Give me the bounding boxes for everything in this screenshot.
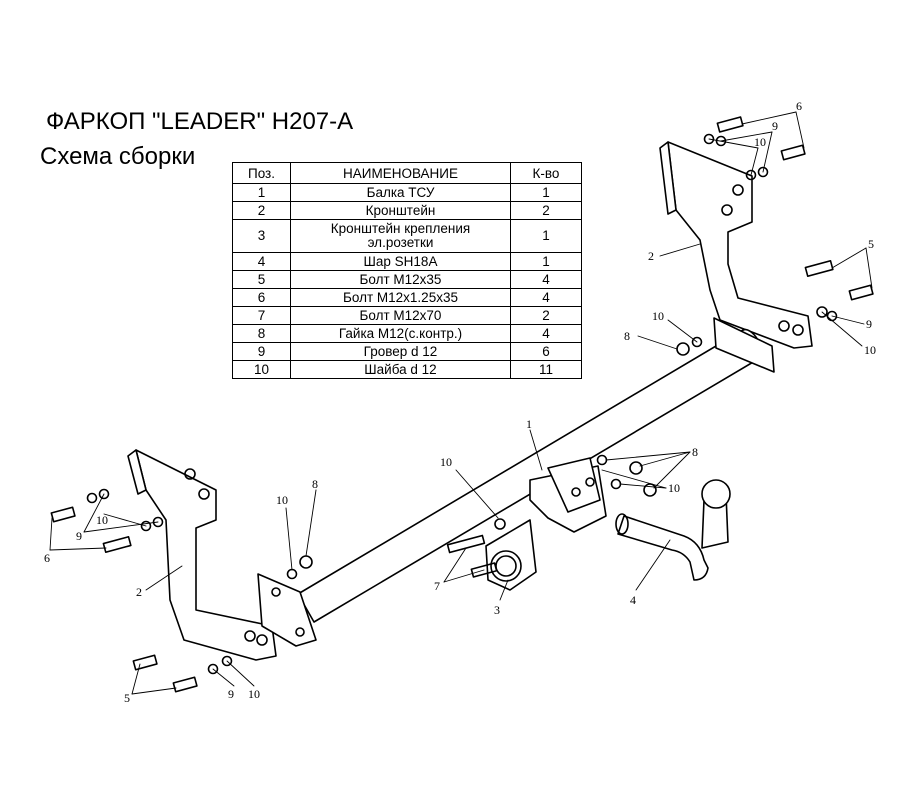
callout-2-right: 2	[648, 249, 654, 263]
callout-1: 1	[526, 417, 532, 431]
callout-10-right-nut: 10	[652, 309, 664, 323]
beam-part	[257, 317, 775, 647]
callout-10-right: 10	[864, 343, 876, 357]
callout-10-left-nut: 10	[276, 493, 288, 507]
table-row: 1 Балка ТСУ 1	[232, 183, 582, 202]
table-row: 2 Кронштейн 2	[232, 201, 582, 220]
left-bracket-part	[127, 449, 277, 661]
table-row: 5 Болт М12х35 4	[232, 270, 582, 289]
cell-name: Кронштейн	[290, 201, 511, 220]
cell-name: Болт М12х35	[290, 270, 511, 289]
cell-name: Кронштейн крепления эл.розетки	[290, 219, 511, 253]
cell-qty: 4	[510, 288, 582, 307]
cell-qty: 2	[510, 306, 582, 325]
callout-2-left: 2	[136, 585, 142, 599]
table-row: 6 Болт М12х1.25х35 4	[232, 288, 582, 307]
cell-name: Гровер d 12	[290, 342, 511, 361]
cell-pos: 5	[232, 270, 291, 289]
cell-qty: 4	[510, 270, 582, 289]
callout-9-right: 9	[866, 317, 872, 331]
towball-part	[615, 479, 731, 581]
callout-5-left: 5	[124, 691, 130, 705]
table-row: 3 Кронштейн крепления эл.розетки 1	[232, 219, 582, 253]
cell-qty: 1	[510, 183, 582, 202]
callout-9-top: 9	[772, 119, 778, 133]
header-qty: К-во	[510, 162, 582, 184]
parts-table: Поз. НАИМЕНОВАНИЕ К-во 1 Балка ТСУ 1 2 К…	[232, 162, 582, 379]
table-row: 8 Гайка М12(с.контр.) 4	[232, 324, 582, 343]
parts-table-header: Поз. НАИМЕНОВАНИЕ К-во	[232, 162, 582, 184]
cell-qty: 4	[510, 324, 582, 343]
cell-name: Шайба d 12	[290, 360, 511, 379]
callout-10-bottom: 10	[248, 687, 260, 701]
leader-lines	[49, 111, 873, 695]
table-row: 4 Шар SH18A 1	[232, 252, 582, 271]
cell-qty: 2	[510, 201, 582, 220]
callout-10-middle: 10	[668, 481, 680, 495]
cell-name: Болт М12х70	[290, 306, 511, 325]
cell-pos: 7	[232, 306, 291, 325]
callout-10-left: 10	[96, 513, 108, 527]
cell-name-line2: эл.розетки	[367, 235, 434, 250]
callout-3: 3	[494, 603, 500, 617]
cell-name-line1: Кронштейн крепления	[330, 221, 471, 236]
callout-10-top: 10	[754, 135, 766, 149]
socket-bracket-part	[485, 519, 537, 591]
cell-pos: 3	[232, 219, 291, 253]
cell-pos: 4	[232, 252, 291, 271]
cell-pos: 10	[232, 360, 291, 379]
cell-qty: 1	[510, 219, 582, 253]
callout-6-top: 6	[796, 99, 802, 113]
cell-name: Гайка М12(с.контр.)	[290, 324, 511, 343]
cell-name: Болт М12х1.25х35	[290, 288, 511, 307]
callout-8-left: 8	[312, 477, 318, 491]
cell-pos: 2	[232, 201, 291, 220]
right-bracket-part	[659, 141, 813, 349]
cell-name: Шар SH18A	[290, 252, 511, 271]
diagram-subtitle: Схема сборки	[40, 143, 196, 170]
cell-name: Балка ТСУ	[290, 183, 511, 202]
callout-4: 4	[630, 593, 636, 607]
callout-6-left: 6	[44, 551, 50, 565]
table-row: 7 Болт М12х70 2	[232, 306, 582, 325]
table-row: 9 Гровер d 12 6	[232, 342, 582, 361]
cell-pos: 8	[232, 324, 291, 343]
diagram-title: ФАРКОП "LEADER" H207-A	[46, 108, 354, 135]
callout-10-center: 10	[440, 455, 452, 469]
cell-pos: 9	[232, 342, 291, 361]
callout-9-bottom: 9	[228, 687, 234, 701]
header-name: НАИМЕНОВАНИЕ	[290, 162, 511, 184]
callout-8-right: 8	[624, 329, 630, 343]
cell-pos: 1	[232, 183, 291, 202]
callout-7: 7	[434, 579, 440, 593]
header-pos: Поз.	[232, 162, 291, 184]
cell-pos: 6	[232, 288, 291, 307]
callout-8-middle: 8	[692, 445, 698, 459]
table-row: 10 Шайба d 12 11	[232, 360, 582, 379]
callout-9-left: 9	[76, 529, 82, 543]
cell-qty: 11	[510, 360, 582, 379]
cell-qty: 6	[510, 342, 582, 361]
cell-qty: 1	[510, 252, 582, 271]
callout-5-right: 5	[868, 237, 874, 251]
